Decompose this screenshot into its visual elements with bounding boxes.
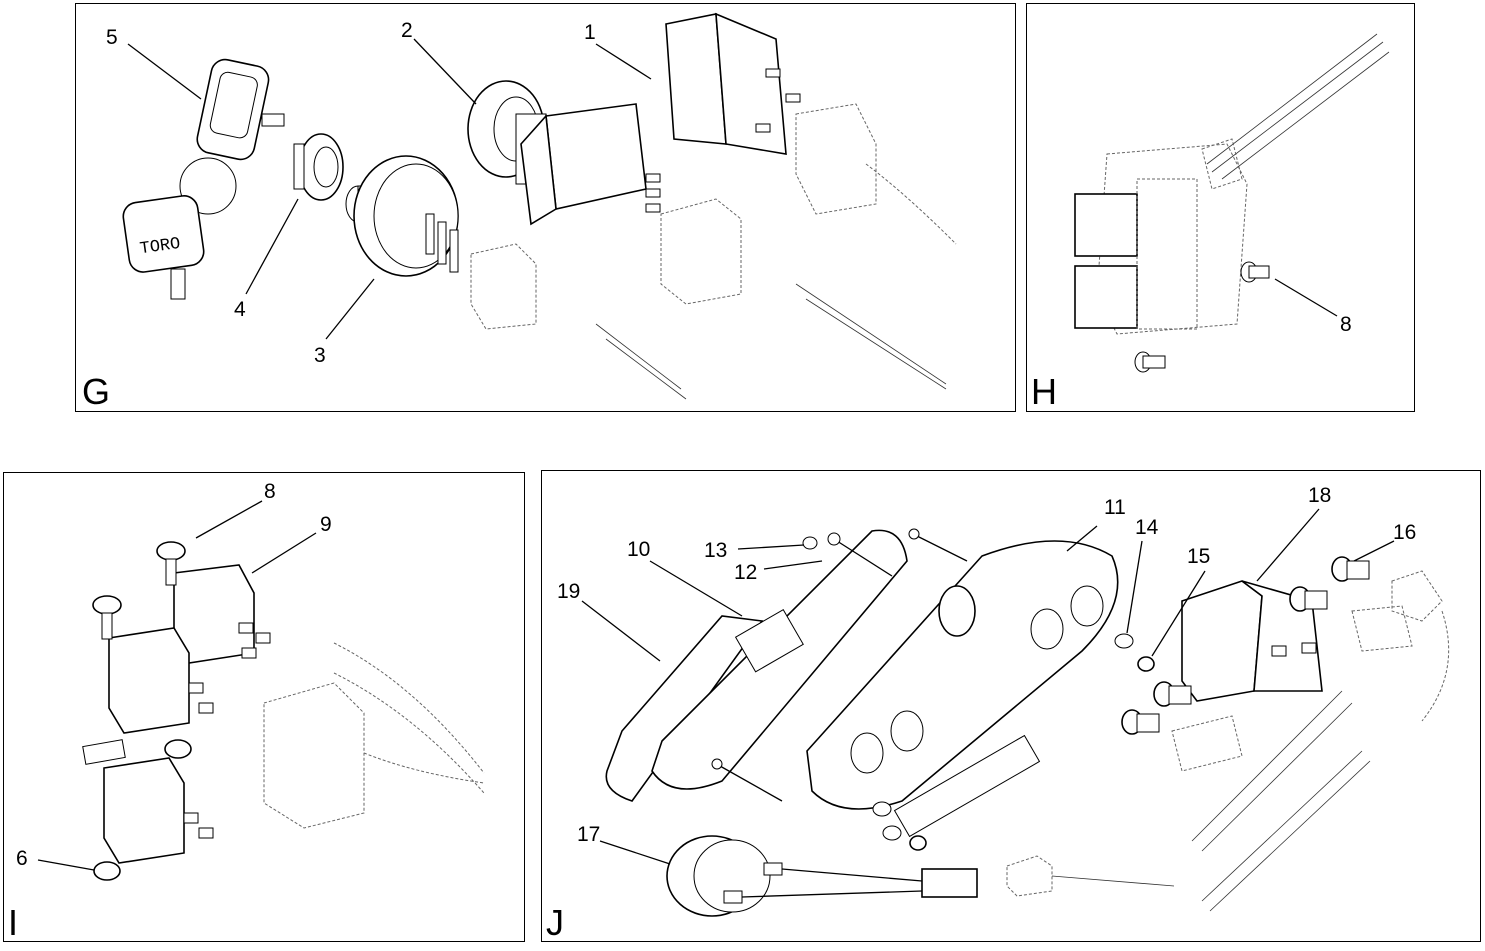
- leader-12: [763, 560, 823, 570]
- leader-8-i: [195, 500, 263, 539]
- panel-h-drawing: 8: [1074, 33, 1390, 373]
- rocker-switch-upper: [665, 12, 801, 155]
- ignition-switch: [345, 155, 459, 277]
- callout-5: 5: [106, 26, 118, 49]
- callout-17: 17: [577, 823, 600, 846]
- callout-15: 15: [1187, 545, 1210, 568]
- callout-18: 18: [1308, 484, 1331, 507]
- rivets: [1134, 261, 1270, 373]
- switch-housing: [806, 540, 1119, 838]
- callout-16: 16: [1393, 521, 1416, 544]
- callout-14: 14: [1135, 516, 1159, 539]
- callout-3: 3: [314, 344, 326, 367]
- leader-10: [649, 560, 743, 617]
- leader-9: [251, 532, 317, 574]
- leader-1: [595, 43, 652, 80]
- leader-16: [1353, 540, 1395, 562]
- panel-g-drawing: TORO: [106, 12, 957, 400]
- panel-letter-i: I: [8, 902, 19, 943]
- leader-3: [325, 278, 375, 340]
- callout-10: 10: [627, 538, 650, 561]
- leader-4: [245, 198, 299, 295]
- rocker-switch-lower: [520, 103, 661, 226]
- panel-h: 8 H: [1026, 3, 1415, 412]
- lamp-bulbs: [1121, 556, 1370, 735]
- harness-connectors: [470, 103, 957, 400]
- callout-8-i: 8: [264, 480, 276, 503]
- switch-nut: [293, 133, 344, 201]
- leader-14: [1126, 540, 1143, 634]
- callout-4: 4: [234, 298, 246, 321]
- leader-8-h: [1274, 278, 1338, 317]
- screws-and-nuts: [92, 541, 192, 881]
- relays: [82, 564, 271, 864]
- callout-19: 19: [557, 580, 580, 603]
- callout-8-h: 8: [1340, 313, 1352, 336]
- leader-5: [127, 43, 202, 100]
- panel-i-drawing: 8 9 6: [16, 480, 485, 881]
- panel-letter-j: J: [546, 902, 564, 943]
- leader-6: [37, 859, 95, 871]
- washers-and-nuts: [802, 536, 1155, 851]
- callout-12: 12: [734, 561, 757, 584]
- panel-i: 8 9 6 I: [3, 472, 525, 942]
- leader-17: [599, 840, 671, 865]
- leader-15: [1151, 570, 1206, 657]
- ignition-keys: TORO: [122, 58, 285, 300]
- hour-meter-buzzer: [666, 835, 1175, 917]
- bolts: [711, 528, 968, 802]
- leader-13: [737, 544, 805, 550]
- callout-11: 11: [1104, 496, 1126, 519]
- panel-letter-h: H: [1031, 371, 1057, 412]
- panel-j: 19 10 13 12 11 14 15 18 16 17 J: [541, 470, 1481, 942]
- harness: [263, 642, 485, 829]
- panel-j-drawing: 19 10 13 12 11 14 15 18 16 17: [557, 484, 1450, 917]
- callout-1: 1: [584, 21, 596, 44]
- relay-bracket-assembly: [1074, 33, 1390, 335]
- callout-2: 2: [401, 19, 413, 42]
- switch-harness: [1171, 570, 1450, 912]
- callout-13: 13: [704, 539, 727, 562]
- callout-6: 6: [16, 847, 28, 870]
- leader-19: [581, 600, 661, 662]
- leader-18: [1256, 508, 1320, 582]
- callout-9: 9: [320, 513, 332, 536]
- cover-plate: [651, 529, 908, 790]
- panel-g: TORO: [75, 3, 1016, 412]
- leader-11: [1066, 525, 1098, 552]
- panel-letter-g: G: [82, 371, 111, 412]
- decal-panel: [605, 615, 764, 802]
- leader-2: [413, 38, 477, 105]
